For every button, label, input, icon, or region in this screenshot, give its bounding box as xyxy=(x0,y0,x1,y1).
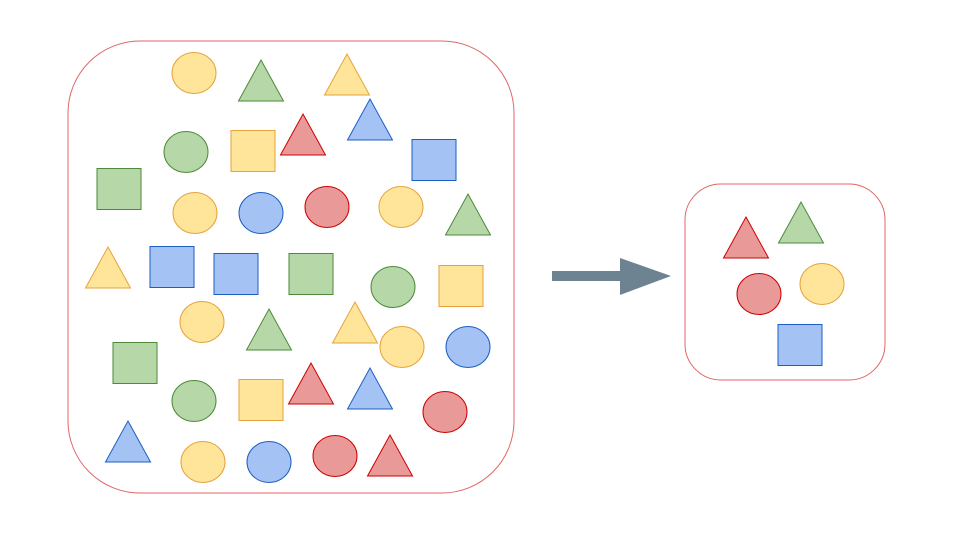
source-group-frame xyxy=(67,40,515,494)
source-shape-red-triangle xyxy=(366,433,414,477)
result-group-shapes xyxy=(722,200,845,366)
result-shape-red-triangle xyxy=(722,215,770,259)
source-shape-blue-circle xyxy=(246,441,292,483)
source-shape-green-triangle xyxy=(237,58,285,102)
source-shape-green-circle xyxy=(370,266,416,308)
source-shape-yellow-square xyxy=(238,379,284,421)
source-shape-yellow-circle xyxy=(378,186,424,228)
source-shape-green-triangle xyxy=(444,192,492,236)
source-shape-yellow-circle xyxy=(171,52,217,94)
source-shape-blue-triangle xyxy=(346,97,394,141)
result-group-frame xyxy=(684,183,886,381)
source-shape-red-circle xyxy=(304,186,350,228)
result-shape-yellow-circle xyxy=(799,263,845,305)
source-shape-red-triangle xyxy=(279,112,327,156)
source-shape-yellow-triangle xyxy=(331,300,379,344)
source-shape-green-square xyxy=(96,168,142,210)
source-shape-blue-square xyxy=(149,246,195,288)
result-shape-blue-square xyxy=(777,324,823,366)
source-shape-yellow-square xyxy=(438,265,484,307)
transform-arrow xyxy=(552,258,671,295)
source-shape-yellow-triangle xyxy=(84,245,132,289)
result-shape-green-triangle xyxy=(777,200,825,244)
source-shape-green-circle xyxy=(171,380,217,422)
source-group-shapes xyxy=(84,52,492,483)
source-shape-blue-triangle xyxy=(104,419,152,463)
result-shape-red-circle xyxy=(736,273,782,315)
source-shape-yellow-square xyxy=(230,130,276,172)
source-shape-blue-circle xyxy=(238,192,284,234)
source-shape-blue-circle xyxy=(445,326,491,368)
source-shape-yellow-circle xyxy=(180,441,226,483)
source-shape-red-circle xyxy=(312,435,358,477)
arrow-shaft xyxy=(552,271,622,281)
source-shape-green-triangle xyxy=(245,307,293,351)
source-shape-red-circle xyxy=(422,391,468,433)
source-shape-red-triangle xyxy=(287,361,335,405)
source-shape-yellow-circle xyxy=(179,301,225,343)
source-shape-blue-square xyxy=(411,139,457,181)
source-shape-yellow-circle xyxy=(379,326,425,368)
source-shape-yellow-circle xyxy=(172,192,218,234)
source-shape-yellow-triangle xyxy=(323,52,371,96)
source-shape-green-circle xyxy=(163,131,209,173)
arrow-head xyxy=(620,258,671,295)
source-shape-green-square xyxy=(288,253,334,295)
source-shape-green-square xyxy=(112,342,158,384)
source-shape-blue-triangle xyxy=(346,366,394,410)
source-shape-blue-square xyxy=(213,253,259,295)
